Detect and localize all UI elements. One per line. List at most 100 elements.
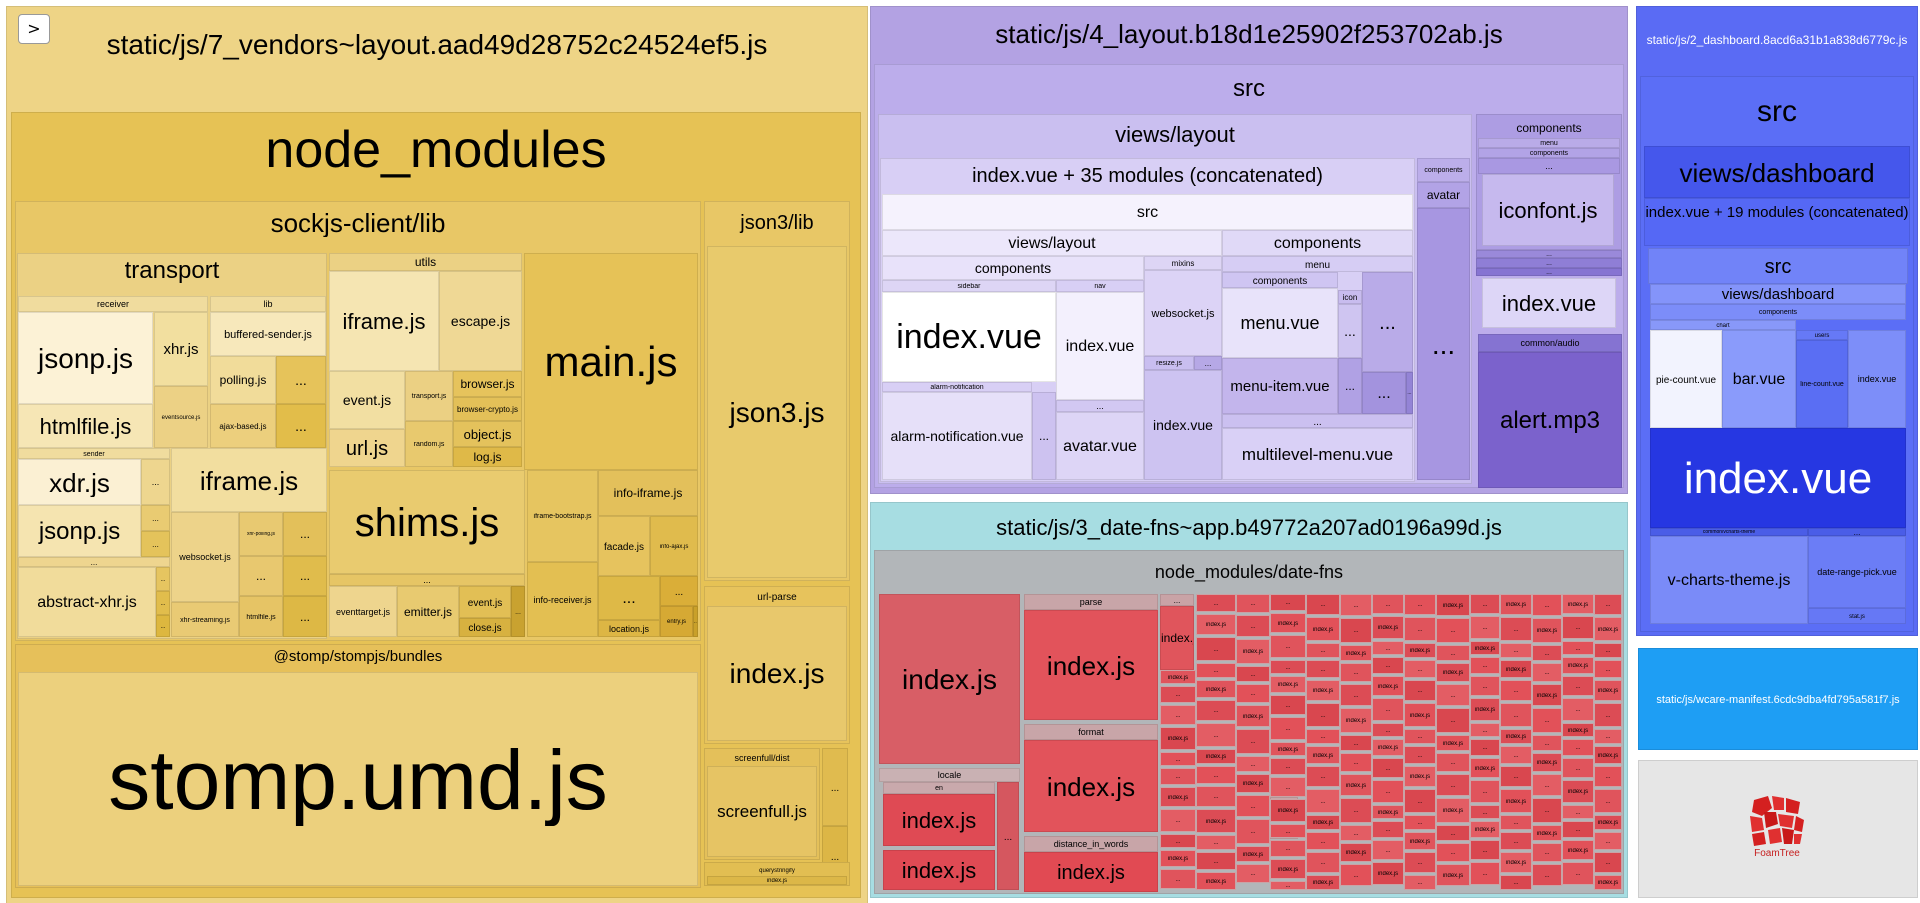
group-chart[interactable]: chart [1650,320,1796,330]
date-fns-module[interactable]: ... [1500,766,1532,787]
date-fns-module[interactable]: ... [1470,616,1500,639]
date-fns-module[interactable]: index.js [1436,663,1470,682]
module-ajax-based-js[interactable]: ajax-based.js [210,404,276,448]
module-line-count-vue[interactable]: line-count.vue [1796,340,1848,428]
module-transport-js[interactable]: transport.js [405,371,453,421]
module-utils-iframe-js[interactable]: iframe.js [329,271,439,371]
module-json3-js[interactable]: json3.js [707,246,847,578]
date-fns-module[interactable]: ... [1532,735,1562,751]
date-fns-module[interactable]: index.js [1270,742,1306,756]
date-fns-module[interactable]: ... [1594,852,1622,873]
date-fns-module[interactable]: ... [1340,825,1372,841]
date-fns-module[interactable]: index.js [1532,753,1562,772]
group-receiver[interactable]: receiver [18,296,208,312]
date-fns-module[interactable]: ... [1340,618,1372,643]
module-entry-js[interactable]: entry.js [660,606,693,637]
module-mixins-ellipsis[interactable]: ... [1194,356,1222,370]
module-alarm-notification-vue[interactable]: alarm-notification.vue [882,392,1032,480]
date-fns-module[interactable]: index.js [1160,727,1196,750]
date-fns-module[interactable]: ... [1404,660,1436,678]
module-lib-ellipsis-2[interactable]: ... [276,404,326,448]
date-fns-module[interactable]: ... [1306,766,1340,787]
date-fns-module[interactable]: index.js [1236,705,1270,727]
date-fns-module[interactable]: index.js [1236,846,1270,862]
date-fns-module[interactable]: index.js [1160,850,1196,867]
date-fns-module[interactable]: index.js [1404,703,1436,727]
date-fns-module[interactable]: ... [1160,686,1196,703]
date-fns-module[interactable]: index.js [1532,684,1562,706]
module-abstract-ellipsis-2[interactable]: ... [156,591,170,615]
group-menu[interactable]: menu [1222,256,1413,272]
date-fns-module[interactable]: ... [1470,805,1500,819]
module-lib-ellipsis-1[interactable]: ... [276,356,326,404]
date-fns-module[interactable]: ... [1270,881,1306,890]
date-fns-module[interactable]: ... [1340,663,1372,682]
date-fns-module[interactable]: ... [1270,777,1306,797]
date-fns-module[interactable]: index.js [1196,872,1236,890]
date-fns-module[interactable]: ... [1236,819,1270,844]
date-fns-module[interactable]: ... [1562,758,1594,778]
date-fns-module[interactable]: index.js [1470,821,1500,838]
module-transport-ellipsis-3[interactable]: ... [283,556,327,596]
module-utils-ellipsis[interactable]: ... [511,586,525,637]
group-vcharts-theme[interactable]: common/vcharts-theme [1650,528,1808,536]
module-url-js[interactable]: url.js [329,429,405,467]
module-facade-js[interactable]: facade.js [598,516,650,576]
date-fns-module[interactable]: index.js [1306,815,1340,830]
module-polling-js[interactable]: polling.js [210,356,276,404]
date-fns-module[interactable]: index.js [1594,875,1622,890]
module-htmlfile-js[interactable]: htmlfile.js [18,404,153,448]
date-fns-module[interactable]: index.js [1196,809,1236,833]
group-transport-misc[interactable]: ... [18,557,170,567]
module-users-index-vue[interactable]: index.vue [1848,330,1906,428]
date-fns-module[interactable]: ... [1236,615,1270,637]
module-comp-ellipsis-1[interactable]: ... [1032,392,1056,480]
date-fns-module[interactable]: ... [1470,657,1500,674]
date-fns-module[interactable]: ... [1562,616,1594,639]
module-right-ellipsis-4[interactable]: ... [1476,268,1622,276]
module-right-index-vue[interactable]: index.vue [1482,278,1616,328]
date-fns-module[interactable]: ... [1340,684,1372,706]
module-right-ellipsis-1[interactable]: ... [1478,158,1620,174]
date-fns-module[interactable]: ... [1236,684,1270,703]
module-menu-vue[interactable]: menu.vue [1222,288,1338,358]
date-fns-module[interactable]: ... [1306,832,1340,850]
date-fns-module[interactable]: index.js [1532,618,1562,643]
date-fns-module[interactable]: index.js [1594,815,1622,830]
date-fns-module[interactable]: index.js [1196,680,1236,698]
sidebar-toggle-button[interactable]: > [18,14,50,44]
date-fns-module[interactable]: ... [1270,824,1306,838]
module-stat-js[interactable]: stat.js [1808,608,1906,624]
date-fns-module[interactable]: ... [1236,756,1270,772]
module-querystringify-index-js[interactable]: index.js [707,876,847,885]
date-fns-module[interactable]: index.js [1270,676,1306,693]
module-stomp-umd-js[interactable]: stomp.umd.js [18,672,698,886]
module-locale-ellipsis[interactable]: ... [997,782,1019,890]
date-fns-module[interactable]: ... [1562,739,1594,756]
module-close-js[interactable]: close.js [459,618,511,637]
date-fns-module[interactable]: ... [1500,680,1532,701]
date-fns-module[interactable]: ... [1306,660,1340,678]
logo-panel[interactable] [1638,760,1918,898]
module-transport-ellipsis-2[interactable]: ... [239,556,283,596]
group-components[interactable]: components [882,256,1144,280]
group-nav[interactable]: nav [1056,280,1144,292]
module-iframe-js[interactable]: iframe.js [171,448,327,512]
date-fns-module[interactable]: index.js [1500,594,1532,615]
date-fns-module[interactable]: ... [1562,698,1594,721]
module-format-index-js[interactable]: index.js [1024,740,1158,832]
module-object-js[interactable]: object.js [453,421,522,447]
date-fns-module[interactable]: index.js [1562,657,1594,674]
group-src-inner[interactable]: src [882,194,1413,230]
date-fns-module[interactable]: ... [1470,840,1500,860]
date-fns-module[interactable]: ... [1532,663,1562,682]
module-abstract-xhr-js[interactable]: abstract-xhr.js [18,567,156,637]
date-fns-module[interactable]: index.js [1372,862,1404,885]
module-abstract-ellipsis-3[interactable]: ... [156,615,170,637]
date-fns-module[interactable]: ... [1340,735,1372,751]
date-fns-module[interactable]: ... [1404,875,1436,890]
module-menu-ellipsis-1[interactable]: ... [1362,272,1413,372]
date-fns-module[interactable]: ... [1372,821,1404,838]
group-views-dashboard[interactable]: views/dashboard [1644,146,1910,198]
module-eventtarget-js[interactable]: eventtarget.js [329,586,397,637]
